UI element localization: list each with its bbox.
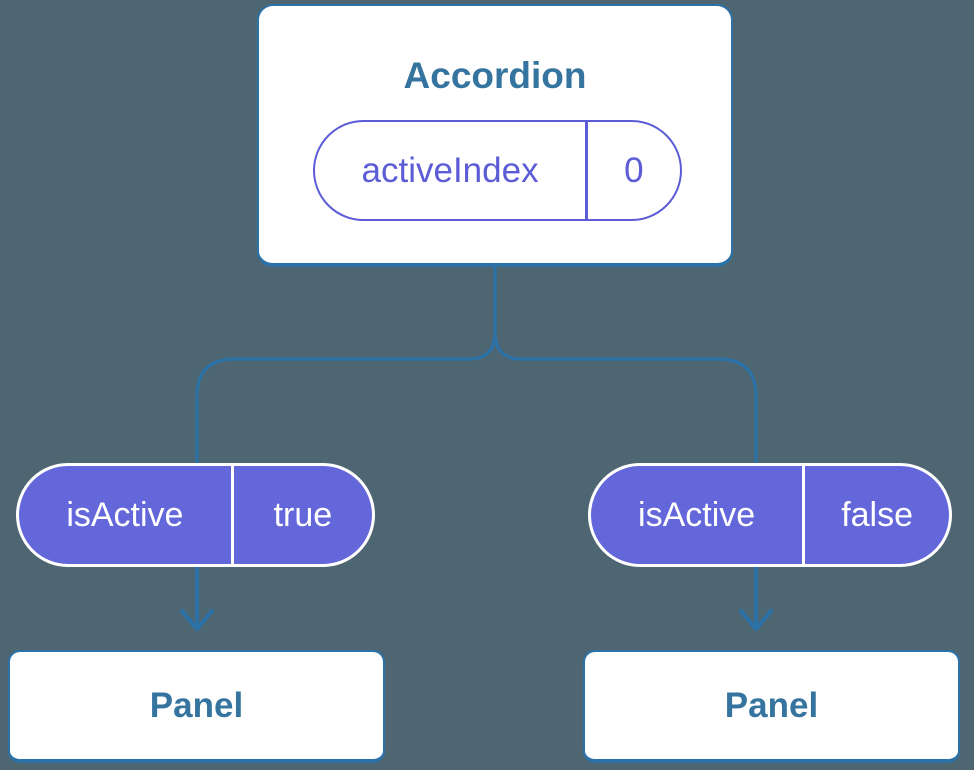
tree-branch-right — [493, 331, 758, 464]
pill-divider — [802, 466, 806, 564]
prop-name-label: isActive — [638, 495, 756, 534]
accordion-node: Accordion activeIndex 0 — [257, 4, 733, 267]
pill-divider — [585, 122, 588, 219]
tree-branch-left — [195, 266, 497, 464]
is-active-true-pill: isActive true — [16, 463, 375, 567]
panel-node-right: Panel — [583, 650, 960, 763]
state-value-label: 0 — [624, 150, 644, 190]
prop-value-label: false — [841, 495, 914, 534]
is-active-false-pill: isActive false — [588, 463, 952, 567]
prop-value-label: true — [273, 495, 333, 534]
accordion-node-title: Accordion — [403, 55, 587, 96]
panel-node-left: Panel — [8, 650, 385, 763]
panel-node-title: Panel — [724, 685, 819, 725]
state-name-label: activeIndex — [361, 150, 539, 190]
arrow-right — [738, 564, 774, 632]
pill-divider — [230, 466, 234, 564]
arrow-left — [179, 564, 215, 632]
panel-node-title: Panel — [149, 685, 244, 725]
prop-name-label: isActive — [66, 495, 184, 534]
active-index-state-pill: activeIndex 0 — [313, 120, 682, 221]
